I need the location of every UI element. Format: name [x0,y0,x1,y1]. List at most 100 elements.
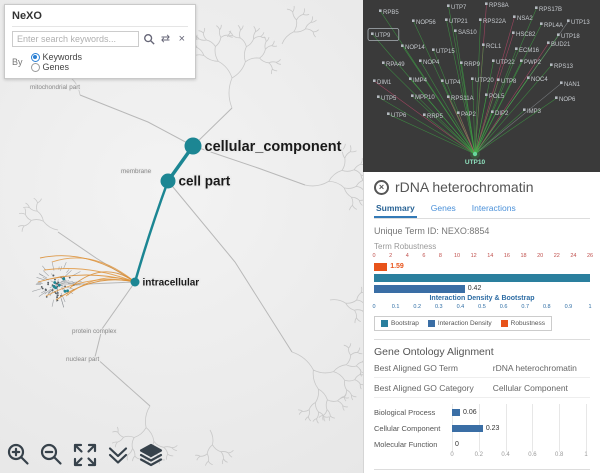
search-mode-genes[interactable]: Genes [30,62,83,72]
gene-node[interactable]: UTP15 [436,49,455,55]
search-input[interactable] [12,31,139,47]
gene-node[interactable]: RPL4A [544,23,563,29]
gene-node[interactable]: UTP5 [381,96,397,102]
gene-node-hub[interactable] [472,151,478,157]
gene-node[interactable]: IMP3 [527,109,542,115]
gene-node-dot [535,6,538,9]
gene-node[interactable]: RPB5 [383,10,399,16]
close-icon[interactable]: × [374,179,389,195]
axis-tick: 0 [450,452,454,458]
gene-node[interactable]: RPS8A [489,3,509,9]
ontology-node-label[interactable]: cellular_component [203,138,343,157]
gene-node[interactable]: NOP14 [405,45,425,51]
ontology-node-cell-part[interactable] [160,173,176,189]
gene-node[interactable]: RRP9 [464,62,481,68]
ontology-minor-label[interactable]: protein complex [71,327,118,336]
tab-summary[interactable]: Summary [374,201,417,218]
search-mode-keywords[interactable]: Keywords [30,52,82,62]
swap-arrows-icon[interactable]: ⇄ [160,32,171,45]
gene-node[interactable]: RPS13 [554,64,574,70]
bar-value-label: 1.59 [390,263,404,270]
gene-node[interactable]: RPS11A [451,96,474,102]
gene-node[interactable]: UTP8 [501,79,517,85]
gene-node-dot [492,59,495,62]
gene-node[interactable]: RPS22A [483,19,506,25]
ontology-minor-label[interactable]: nuclear part [65,355,101,364]
zoom-in-button[interactable] [6,442,32,468]
gene-network-svg[interactable]: RPB5 UTP7 RPS8A RPS17B NOP56 UTP21 RPS22A NSA2R… [363,0,600,172]
ontology-node-label[interactable]: intracellular [141,276,201,290]
axis-tick: 20 [537,253,544,259]
fit-to-screen-button[interactable] [72,442,98,468]
ontology-node-intracellular[interactable] [130,277,140,287]
axis-tick: 0.9 [564,304,573,310]
ontology-node-cellular_component[interactable] [184,137,202,155]
go-value: rDNA heterochromatin [492,363,577,373]
gene-node-hub-label[interactable]: UTP10 [465,159,486,166]
gene-node[interactable]: MPP10 [415,95,435,101]
gene-node-dot [497,78,500,81]
legend-item-robustness[interactable]: Robustness [500,320,545,327]
gene-node[interactable]: UTP4 [445,80,461,86]
expand-levels-button[interactable] [105,442,131,468]
tab-genes[interactable]: Genes [430,203,456,213]
gene-node[interactable]: UTP18 [561,34,580,40]
gene-node[interactable]: RPA49 [386,62,405,68]
gene-node[interactable]: NOP56 [416,20,436,26]
axis-tick: 2 [389,253,393,259]
ontology-minor-label[interactable]: mitochondrial part [29,83,81,92]
gene-node[interactable]: RRP5 [427,114,444,120]
gene-node[interactable]: UTP7 [451,5,467,11]
gene-node-dot [401,44,404,47]
gene-node[interactable]: UTP22 [496,60,515,66]
gene-node[interactable]: UTP20 [475,78,494,84]
chart-bar [374,262,388,271]
tab-interactions[interactable]: Interactions [471,203,516,213]
gene-node[interactable]: HSC82 [516,32,536,38]
gene-node-dot [527,76,530,79]
gene-node[interactable]: NOP4 [423,60,440,66]
gene-node[interactable]: NOP6 [559,97,576,103]
gene-node[interactable]: RCL1 [486,44,502,50]
search-panel: NeXO ⇄ × By Keywords Genes [4,4,196,79]
gene-node-dot [485,93,488,96]
layers-button[interactable] [138,442,164,468]
gene-node[interactable]: UTP13 [571,20,590,26]
search-icon[interactable] [143,32,155,46]
gene-node[interactable]: PWP2 [524,60,542,66]
gene-node[interactable]: UTP21 [449,19,468,25]
axis-tick: 4 [405,253,409,259]
legend-item-interaction-density[interactable]: Interaction Density [427,320,492,327]
zoom-out-button[interactable] [39,442,65,468]
go-alignment-title: Gene Ontology Alignment [374,339,590,358]
ontology-minor-label[interactable]: membrane [120,167,153,176]
bar-value-label: 0.42 [467,285,482,292]
gene-node[interactable]: DIP2 [495,111,509,117]
gene-node[interactable]: NSA2 [517,16,533,22]
ontology-node-label[interactable]: cell part [177,172,232,190]
gene-node[interactable]: NAN1 [564,82,581,88]
gene-node-dot [479,18,482,21]
gene-node[interactable]: BUD21 [551,42,571,48]
gene-node[interactable]: UTP9 [375,33,391,39]
gene-node[interactable]: PAP2 [461,112,477,118]
axis-tick: 8 [438,253,442,259]
legend-item-bootstrap[interactable]: Bootstrap [381,320,419,327]
axis-tick: 26 [586,253,594,259]
gene-node-dot [491,110,494,113]
gene-node[interactable]: DIM1 [377,80,392,86]
gene-node[interactable]: POL5 [489,94,505,100]
gene-node[interactable]: IMP4 [413,78,428,84]
clear-icon[interactable]: × [178,32,186,45]
gene-node[interactable]: RPS17B [539,7,562,13]
gene-node[interactable]: UTP6 [391,113,407,119]
gene-node[interactable]: SAS10 [458,30,477,36]
gene-node[interactable]: NOC4 [531,77,548,83]
gene-node[interactable]: ECM16 [519,48,540,54]
